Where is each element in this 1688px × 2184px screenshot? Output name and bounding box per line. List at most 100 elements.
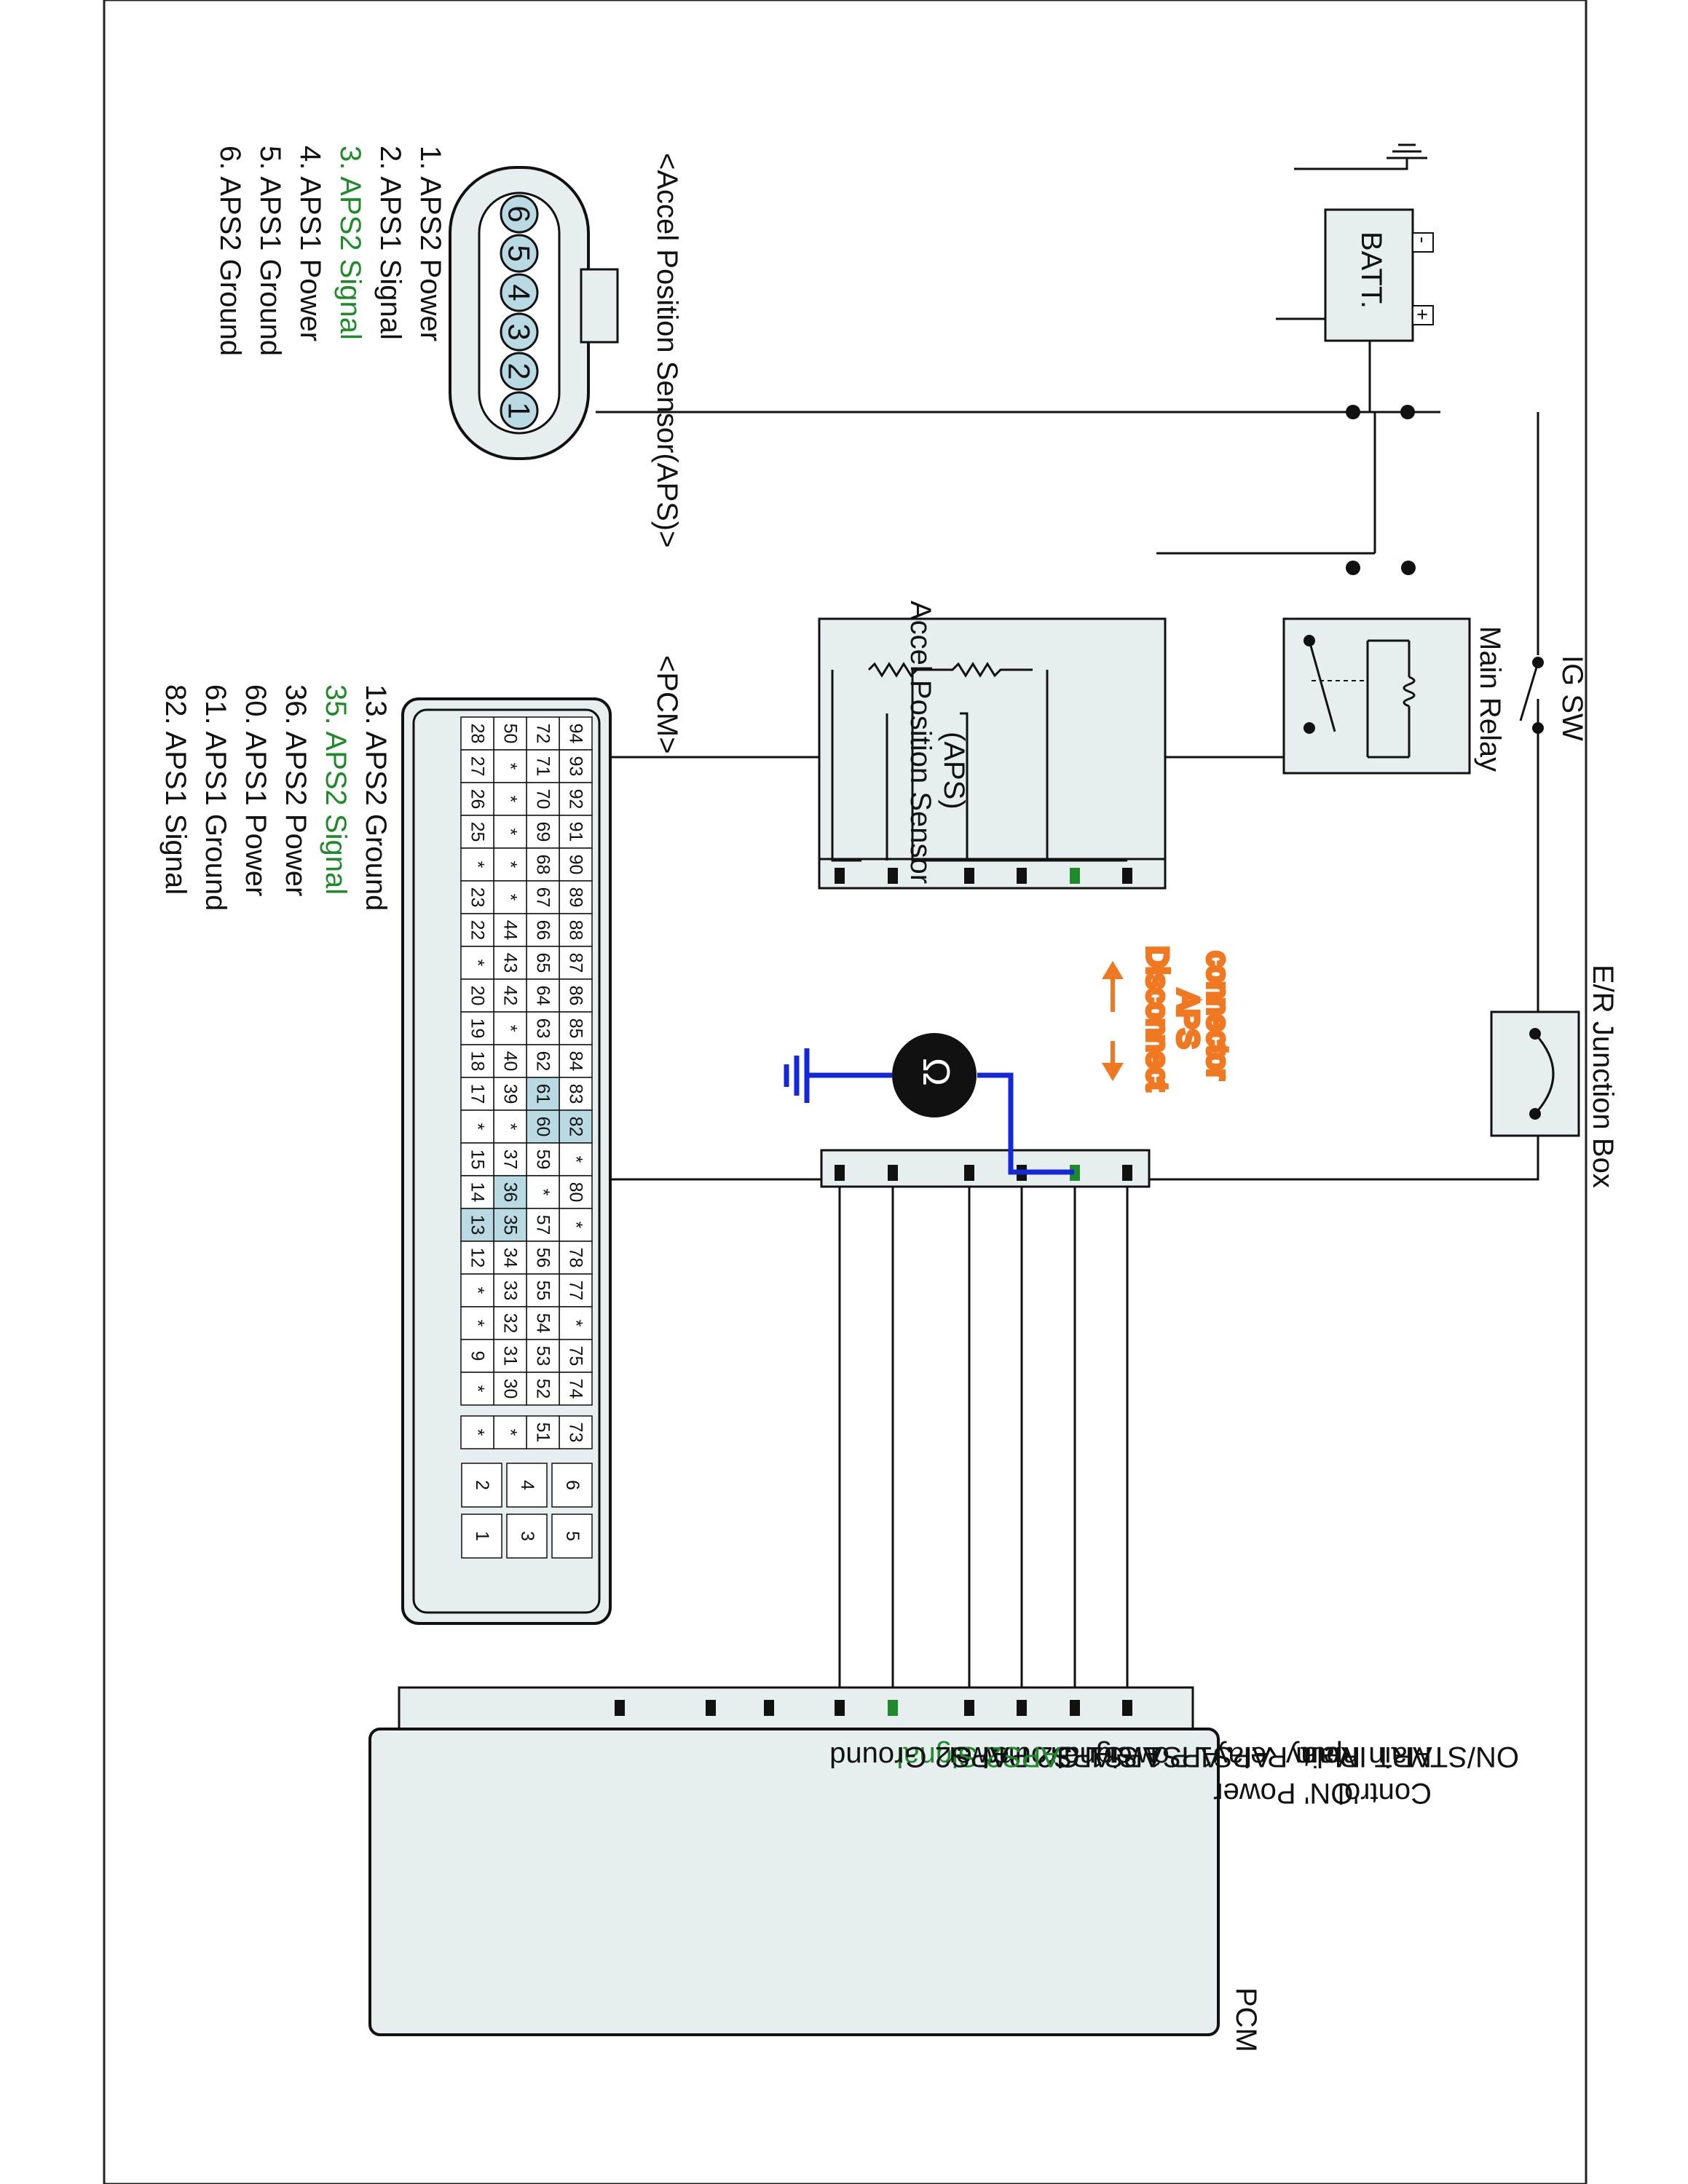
pcm-pin-number: 55 <box>533 1281 553 1301</box>
pcm-pin-number: 62 <box>533 1051 553 1072</box>
pcm-pin-number: 44 <box>500 920 521 941</box>
pcm-pin-name: APS1 Signal <box>1057 1741 1220 1773</box>
aps-legend-item: 2. APS1 Signal <box>374 146 406 340</box>
aps-pin-3: 3 <box>500 312 539 352</box>
pcm-pin-number: 42 <box>500 986 521 1006</box>
pcm-pin-number: * <box>533 1189 553 1196</box>
pcm-pin-number: 56 <box>533 1248 553 1268</box>
aps-connector-title: <Accel Position Sensor(APS)> <box>651 153 683 547</box>
pcm-pin-number: 52 <box>533 1379 553 1399</box>
pcm-power-number: 4 <box>517 1480 537 1490</box>
pcm-pin-number: 63 <box>533 1018 553 1039</box>
pcm-pin-number: 28 <box>468 724 488 744</box>
pcm-pin-number: * <box>468 861 488 869</box>
pcm-pin-cell <box>460 1372 494 1406</box>
aps-legend-item: 5. APS1 Ground <box>254 146 286 356</box>
pcm-pin-number: 92 <box>566 789 586 810</box>
pcm-pin-number: 31 <box>500 1346 521 1366</box>
junction-box-label: E/R Junction Box <box>1587 965 1619 1188</box>
junction-dots <box>1346 405 1416 575</box>
pcm-pin-number: 54 <box>533 1313 553 1334</box>
aps-pin-label: 2 <box>502 363 537 379</box>
ohm-icon: Ω <box>915 1058 957 1086</box>
battery: - + BATT. <box>1324 208 1434 342</box>
pcm-pin-number: 17 <box>468 1084 488 1104</box>
disconnect-arrows: Disconnect APS connector <box>1102 944 1236 1093</box>
pcm-pin-number: 86 <box>566 986 586 1006</box>
pcm-pin-number: 94 <box>566 724 586 744</box>
aps-pin-1: 1 <box>500 391 539 430</box>
pcm-pin-name: APS2 Signal <box>896 1741 1060 1773</box>
page-border <box>103 0 1588 2184</box>
aps-legend-item: 1. APS2 Power <box>414 146 446 341</box>
aps-pin-label: 6 <box>502 205 537 222</box>
pcm-power-number: 5 <box>562 1531 583 1541</box>
ig-switch: IG SW <box>1509 655 1588 741</box>
pcm-label: PCM <box>1230 1987 1262 2052</box>
pcm-pin-number: 33 <box>500 1281 521 1301</box>
pcm-pin-number: 57 <box>533 1215 553 1235</box>
pcm-pin-number: 9 <box>468 1351 488 1361</box>
pcm-legend-item: 36. APS2 Power <box>280 684 312 896</box>
pcm-legend-item: 13. APS2 Ground <box>360 684 392 911</box>
pcm-pin-number: * <box>468 1123 488 1131</box>
pcm-pin-number: 72 <box>533 724 553 744</box>
main-relay: Main Relay <box>1282 617 1506 775</box>
pcm-extra-number: 51 <box>533 1423 553 1443</box>
pcm-extra-cell <box>460 1415 494 1449</box>
aps-legend-item: 3. APS2 Signal <box>334 146 366 340</box>
pcm-pin-number: 43 <box>500 953 521 973</box>
aps-pin-label: 4 <box>502 284 537 301</box>
pcm-power-number: 1 <box>472 1531 492 1541</box>
pcm-pin-number: * <box>468 1320 488 1327</box>
pcm-power-cell <box>461 1514 502 1559</box>
pcm-pin-number: 89 <box>566 887 586 908</box>
pcm-power-cell <box>506 1463 548 1508</box>
pcm-pin-grid: 94939291908988878685848382*80*7877*75747… <box>460 716 593 1559</box>
pcm-pin-number: * <box>468 1385 488 1393</box>
pcm-pin-number: * <box>566 1156 586 1163</box>
pcm-pin-number: 88 <box>566 920 586 941</box>
pcm-pin-number: * <box>500 763 521 770</box>
pcm-pin-number: 69 <box>533 822 553 842</box>
battery-neg-label: - <box>1412 237 1434 243</box>
pcm-pin-number: 70 <box>533 789 553 810</box>
pcm-pin-number: 71 <box>533 756 553 777</box>
pcm-pin-number: 22 <box>468 920 488 941</box>
pcm-legend-item: 60. APS1 Power <box>240 684 272 896</box>
pcm-pin-number: * <box>468 960 488 967</box>
pcm-pin-number: 87 <box>566 953 586 973</box>
pcm-power-cell <box>506 1514 548 1559</box>
pcm-pin-number: 39 <box>500 1084 521 1104</box>
pcm-pin-number: 35 <box>500 1215 521 1235</box>
er-junction-box: E/R Junction Box <box>1490 965 1619 1188</box>
pcm-pin-number: 20 <box>468 986 488 1006</box>
pcm-pin-name: APS2 Power <box>946 1741 1111 1773</box>
pcm-pin-number: 91 <box>566 822 586 842</box>
pcm-pin-number: 82 <box>566 1117 586 1137</box>
main-relay-label: Main Relay <box>1474 626 1506 772</box>
pcm-pin-number: 59 <box>533 1150 553 1170</box>
pcm-connector-title: <PCM> <box>651 655 683 754</box>
pcm-pin-number: * <box>500 828 521 836</box>
pcm-legend-item: 82. APS1 Signal <box>159 684 192 895</box>
pcm-power-number: 6 <box>562 1480 583 1490</box>
ig-sw-label: IG SW <box>1556 655 1588 741</box>
pcm-pin-name: APS1 Ground <box>982 1741 1162 1773</box>
pcm-box: PCM <box>368 1686 1262 2052</box>
pcm-pin-number: 53 <box>533 1346 553 1366</box>
aps-pin-4: 4 <box>500 273 539 312</box>
disconnect-label-1: Disconnect <box>1141 946 1173 1091</box>
pcm-pin-number: 61 <box>533 1084 553 1104</box>
pcm-pin-number: 77 <box>566 1281 586 1301</box>
pcm-pin-number: 64 <box>533 986 553 1006</box>
pcm-pin-number: 37 <box>500 1150 521 1170</box>
pcm-power-cell <box>461 1463 502 1508</box>
ohmmeter: Ω <box>784 1033 1074 1175</box>
